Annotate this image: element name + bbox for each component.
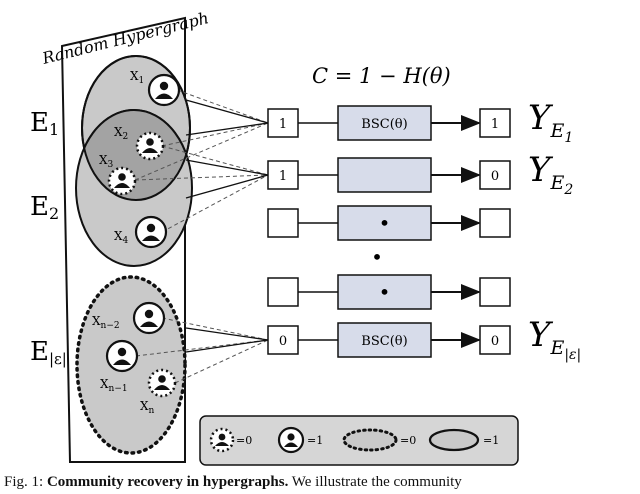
input-value: 0 [279,334,287,349]
output-label: YE2 [528,150,573,198]
node-x3 [107,166,137,196]
channel-box [337,157,432,193]
input-value: 1 [279,117,287,132]
channel-row: 0 BSC(θ) 0 YE|ε| [267,315,581,363]
channel-label: • [379,280,391,304]
output-value: 0 [491,169,499,184]
output-label: YE1 [528,98,573,146]
output-label: YE|ε| [528,315,581,363]
edge-label-e2: E2 [30,192,59,223]
channel-row: 1 BSC(θ) 1 YE1 [267,98,573,146]
channel-label: • [379,211,391,235]
legend-dotted-person-icon [209,427,235,453]
input-box [267,277,299,307]
edge-label-elast: E|ε| [30,337,67,368]
output-box [479,277,511,307]
legend-dotted-ellipse-icon [342,428,398,452]
input-value: 1 [279,169,287,184]
legend-dotted-ellipse-label: =0 [400,434,416,447]
channel-box [337,274,432,310]
node-label-xn2: Xn−2 [92,314,120,331]
node-x-mid [105,339,139,373]
node-xn2 [132,301,166,335]
input-box [267,108,299,138]
legend-solid-ellipse-label: =1 [483,434,499,447]
figure-caption: Fig. 1: Community recovery in hypergraph… [4,474,640,494]
output-box [479,160,511,190]
node-label-x1: X1 [130,69,144,86]
edge-label-e1: E1 [30,108,59,139]
node-x2 [135,131,165,161]
hyperedge-e1-outline [81,55,191,201]
legend-solid-ellipse-icon [428,428,480,452]
channel-row: 1 0 YE2 [267,150,573,198]
node-label-xn: Xn [140,399,155,416]
input-box [267,208,299,238]
caption-prefix: Fig. 1: [4,474,47,490]
channel-label: BSC(θ) [361,117,407,132]
node-label-xn1: Xn−1 [100,377,128,394]
node-label-x2: X2 [114,125,128,142]
caption-rest: We illustrate the community [288,474,462,490]
node-x1 [147,73,181,107]
output-value: 0 [491,334,499,349]
node-label-x3: X3 [99,153,114,170]
caption-bold: Community recovery in hypergraphs. [46,474,289,490]
input-box [267,325,299,355]
legend-solid-person-label: =1 [307,434,323,447]
channel-box [337,205,432,241]
legend: =0 =1 =0 =1 [199,415,519,466]
capacity-formula: C = 1 − H(θ) [312,64,451,88]
node-label-x4: X4 [114,229,129,246]
legend-dotted-person-label: =0 [236,434,252,447]
channel-row: • [267,205,511,241]
output-box [479,108,511,138]
output-box [479,325,511,355]
middle-dot: • [371,245,383,269]
output-box [479,208,511,238]
legend-solid-person-icon [277,426,305,454]
output-value: 1 [491,117,499,132]
edge-connectors [185,99,269,353]
channel-row: • [267,274,511,310]
node-xn [147,368,177,398]
node-x4 [134,215,168,249]
channel-label: BSC(θ) [361,334,407,349]
node-connectors [134,89,269,384]
